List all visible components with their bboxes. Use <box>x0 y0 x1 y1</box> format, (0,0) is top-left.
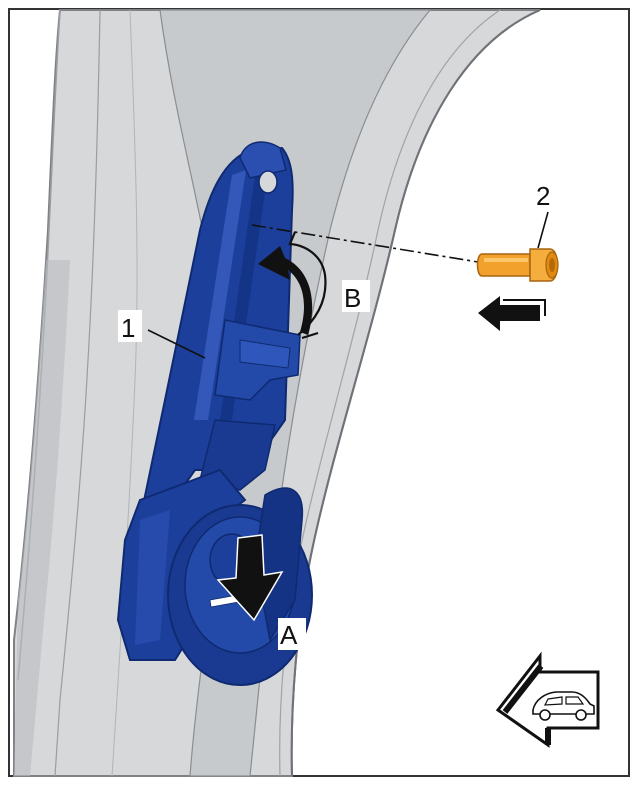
leader-line-part-2 <box>537 211 549 249</box>
label-arrow-b: B <box>344 283 361 313</box>
label-part-2: 2 <box>536 181 550 211</box>
label-bg-part-1 <box>118 310 142 342</box>
leader-line-part-1 <box>147 329 206 359</box>
bolt-alignment-line <box>251 224 479 263</box>
label-bg-arrow-b <box>342 280 370 312</box>
vehicle-forward-arrow-icon <box>495 651 600 748</box>
push-arrow-icon <box>478 296 546 331</box>
down-arrow-icon <box>216 534 284 622</box>
rotate-arrow-icon <box>258 231 327 340</box>
label-bg-arrow-a <box>278 618 306 650</box>
label-bg-part-2 <box>533 178 557 210</box>
bolt-part <box>476 248 559 282</box>
label-arrow-a: A <box>280 620 298 650</box>
label-part-1: 1 <box>121 313 135 343</box>
